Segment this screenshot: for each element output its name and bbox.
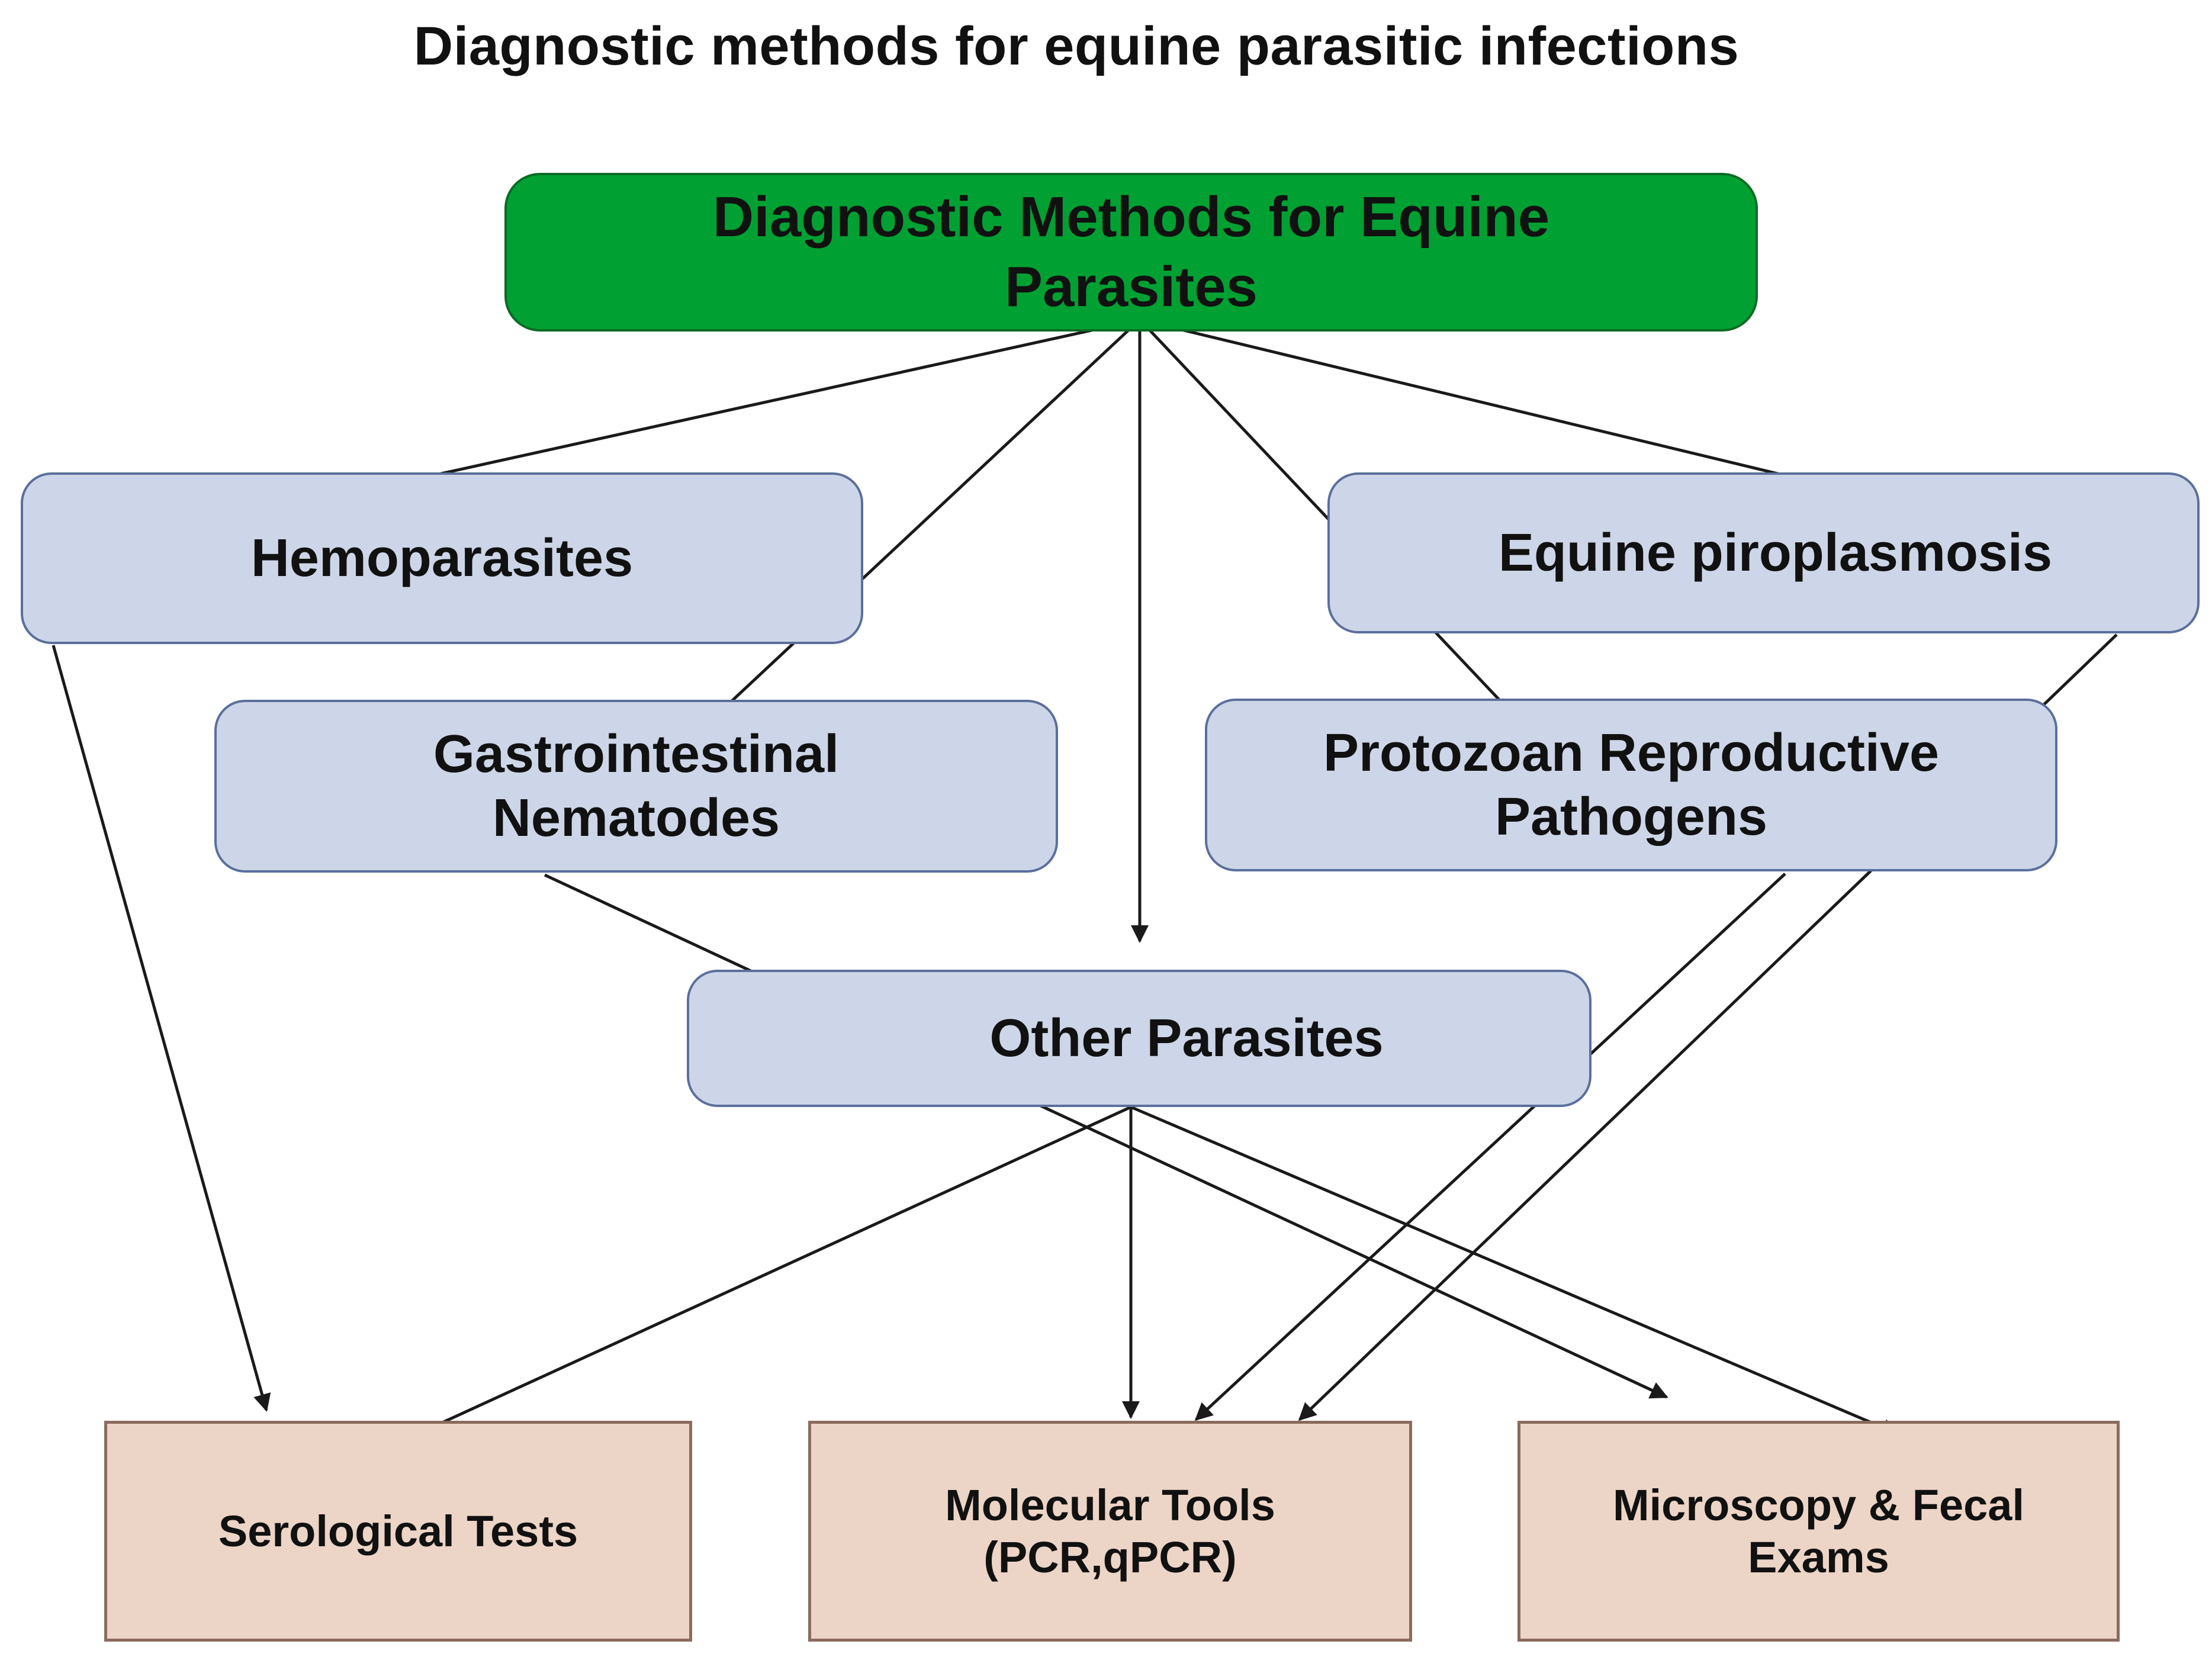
protozoan-node: Protozoan Reproductive Pathogens bbox=[1205, 699, 2057, 871]
gastrointestinal-node: Gastrointestinal Nematodes bbox=[214, 700, 1058, 873]
edge-gastrointestinal-to-microscopy bbox=[544, 873, 1668, 1399]
edge-root-to-piroplasmosis bbox=[1139, 318, 1885, 504]
edge-other-to-microscopy bbox=[1130, 1105, 1899, 1436]
edge-hemoparasites-to-serological bbox=[52, 645, 271, 1412]
root-node: Diagnostic Methods for Equine Parasites bbox=[504, 173, 1758, 332]
edge-root-to-hemoparasites bbox=[324, 318, 1140, 504]
microscopy-fecal-node-label: Microscopy & Fecal Exams bbox=[1612, 1480, 2024, 1582]
other-parasites-node-label: Other Parasites bbox=[989, 1009, 1384, 1068]
microscopy-fecal-node: Microscopy & Fecal Exams bbox=[1517, 1421, 2120, 1642]
piroplasmosis-node-label: Equine piroplasmosis bbox=[1498, 523, 2053, 583]
molecular-tools-node: Molecular Tools (PCR,qPCR) bbox=[808, 1421, 1412, 1642]
serological-tests-node-label: Serological Tests bbox=[218, 1506, 578, 1556]
edge-other-to-serological bbox=[377, 1105, 1132, 1453]
hemoparasites-node: Hemoparasites bbox=[21, 472, 863, 644]
diagram-title: Diagnostic methods for equine parasitic … bbox=[413, 16, 1740, 76]
edge-root-to-gastrointestinal bbox=[712, 318, 1141, 720]
gastrointestinal-node-label: Gastrointestinal Nematodes bbox=[433, 725, 840, 848]
root-node-label: Diagnostic Methods for Equine Parasites bbox=[712, 185, 1550, 318]
molecular-tools-node-label: Molecular Tools (PCR,qPCR) bbox=[945, 1480, 1275, 1582]
other-parasites-node: Other Parasites bbox=[687, 970, 1592, 1107]
serological-tests-node: Serological Tests bbox=[104, 1421, 692, 1642]
protozoan-node-label: Protozoan Reproductive Pathogens bbox=[1323, 723, 1940, 847]
hemoparasites-node-label: Hemoparasites bbox=[250, 529, 634, 588]
edge-protozoan-to-molecular bbox=[1194, 873, 1786, 1421]
piroplasmosis-node: Equine piroplasmosis bbox=[1327, 472, 2200, 633]
